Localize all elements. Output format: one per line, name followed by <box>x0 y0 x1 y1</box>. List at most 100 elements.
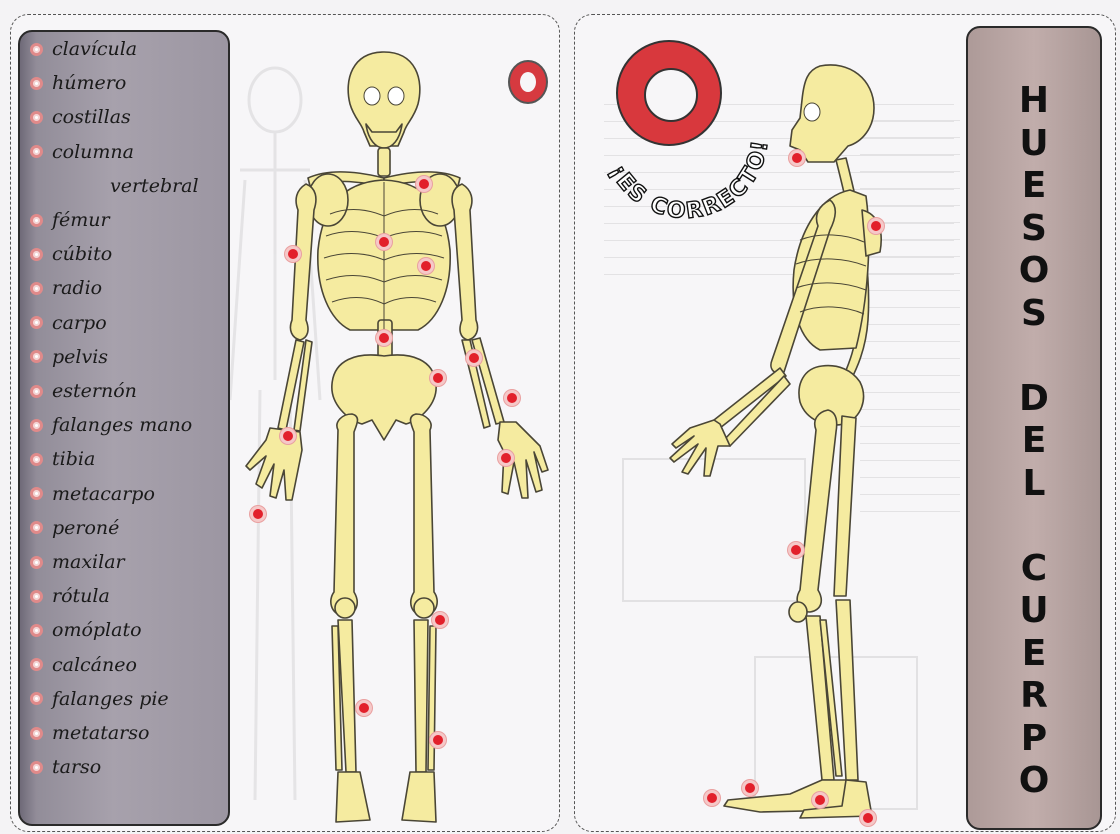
bone-label: metatarso <box>52 722 149 744</box>
bone-list-item: carpo <box>30 310 107 336</box>
bone-marker[interactable] <box>868 218 884 234</box>
title-letter: L <box>968 463 1100 504</box>
bone-label: maxilar <box>52 551 125 573</box>
title-column: HUESOSDELCUERPO <box>966 26 1102 830</box>
bone-marker[interactable] <box>788 542 804 558</box>
bone-list-item: tarso <box>30 754 101 780</box>
bone-label: falanges pie <box>52 688 169 710</box>
title-letter: E <box>968 633 1100 674</box>
bone-marker[interactable] <box>430 732 446 748</box>
bone-marker[interactable] <box>285 246 301 262</box>
bone-label: metacarpo <box>52 483 155 505</box>
bone-marker[interactable] <box>432 612 448 628</box>
list-bullet-icon <box>30 692 43 705</box>
bone-marker[interactable] <box>789 150 805 166</box>
bone-marker[interactable] <box>376 330 392 346</box>
bone-list-item: columna <box>30 139 134 165</box>
bone-list-item: falanges pie <box>30 686 169 712</box>
bone-marker[interactable] <box>742 780 758 796</box>
bone-label: vertebral <box>110 175 199 197</box>
list-bullet-icon <box>30 761 43 774</box>
list-bullet-icon <box>30 453 43 466</box>
title-letter: R <box>968 675 1100 716</box>
bone-label: radio <box>52 277 102 299</box>
list-bullet-icon <box>30 248 43 261</box>
list-bullet-icon <box>30 316 43 329</box>
bone-label: carpo <box>52 312 107 334</box>
list-bullet-icon <box>30 658 43 671</box>
bone-marker[interactable] <box>430 370 446 386</box>
bone-marker[interactable] <box>376 234 392 250</box>
bone-marker[interactable] <box>704 790 720 806</box>
bone-label: calcáneo <box>52 654 137 676</box>
title-letter: D <box>968 378 1100 419</box>
bone-list-item: falanges mano <box>30 412 192 438</box>
bone-word-list: clavícula húmero costillas columna vertebral… <box>18 30 230 826</box>
bone-marker[interactable] <box>498 450 514 466</box>
bone-label: cúbito <box>52 243 112 265</box>
bone-list-item: radio <box>30 275 102 301</box>
title-letter: O <box>968 760 1100 801</box>
bone-label: pelvis <box>52 346 108 368</box>
list-bullet-icon <box>30 487 43 500</box>
bone-label: esternón <box>52 380 137 402</box>
bone-list-item: omóplato <box>30 617 142 643</box>
list-bullet-icon <box>30 385 43 398</box>
list-bullet-icon <box>30 282 43 295</box>
list-bullet-icon <box>30 419 43 432</box>
list-bullet-icon <box>30 521 43 534</box>
bone-list-item: metatarso <box>30 720 149 746</box>
bone-list-item: rótula <box>30 583 110 609</box>
bone-list-item: metacarpo <box>30 481 155 507</box>
bone-list-item: costillas <box>30 104 131 130</box>
bone-marker[interactable] <box>418 258 434 274</box>
list-bullet-icon <box>30 111 43 124</box>
bone-list-item: peroné <box>30 515 119 541</box>
list-bullet-icon <box>30 590 43 603</box>
bone-marker[interactable] <box>356 700 372 716</box>
bone-label: húmero <box>52 72 126 94</box>
bone-list-item: esternón <box>30 378 137 404</box>
title-letter: S <box>968 293 1100 334</box>
bone-label: clavícula <box>52 38 137 60</box>
bone-list-item: calcáneo <box>30 652 137 678</box>
list-bullet-icon <box>30 214 43 227</box>
bone-label: tarso <box>52 756 101 778</box>
bone-label: omóplato <box>52 619 142 641</box>
list-bullet-icon <box>30 556 43 569</box>
title-letter: U <box>968 590 1100 631</box>
title-letter: S <box>968 208 1100 249</box>
list-bullet-icon <box>30 43 43 56</box>
bone-label: rótula <box>52 585 110 607</box>
bone-label: costillas <box>52 106 131 128</box>
bone-list-item: cúbito <box>30 241 112 267</box>
bone-list-item: tibia <box>30 446 95 472</box>
list-bullet-icon <box>30 727 43 740</box>
bone-list-item: maxilar <box>30 549 125 575</box>
list-bullet-icon <box>30 145 43 158</box>
bone-label: peroné <box>52 517 119 539</box>
bone-marker[interactable] <box>860 810 876 826</box>
bone-label: falanges mano <box>52 414 192 436</box>
bone-marker[interactable] <box>504 390 520 406</box>
title-letter: E <box>968 165 1100 206</box>
bone-list-item: fémur <box>30 207 110 233</box>
bone-list-item: vertebral <box>54 173 199 199</box>
bone-marker[interactable] <box>416 176 432 192</box>
bone-marker[interactable] <box>280 428 296 444</box>
title-letter: E <box>968 420 1100 461</box>
bone-marker[interactable] <box>466 350 482 366</box>
bone-marker[interactable] <box>812 792 828 808</box>
title-letter: P <box>968 718 1100 759</box>
side-skeleton <box>660 60 900 830</box>
bone-label: tibia <box>52 448 95 470</box>
bone-marker[interactable] <box>250 506 266 522</box>
answer-ring-icon[interactable] <box>508 60 548 104</box>
bone-label: fémur <box>52 209 110 231</box>
title-letter: C <box>968 548 1100 589</box>
list-bullet-icon <box>30 350 43 363</box>
bone-list-item: pelvis <box>30 344 108 370</box>
list-bullet-icon <box>30 624 43 637</box>
title-letter: H <box>968 80 1100 121</box>
title-letter: U <box>968 123 1100 164</box>
